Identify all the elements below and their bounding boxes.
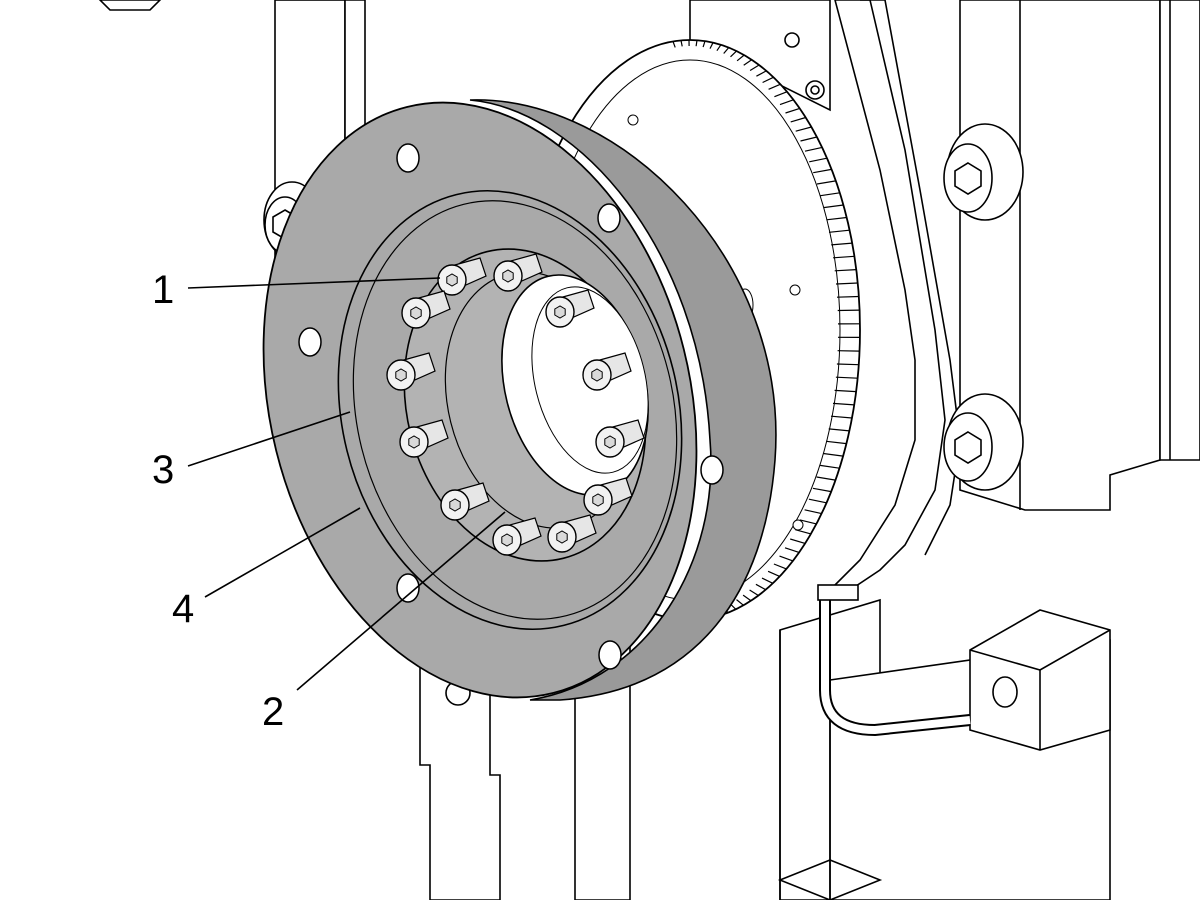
upper-bracket: [689, 0, 831, 112]
frame-screw-right-top: [943, 123, 1024, 221]
callout-leader-1: [187, 277, 441, 289]
clamping-screw: [583, 477, 633, 516]
clamping-screw: [595, 419, 645, 458]
callout-label-3: 3: [152, 448, 174, 492]
small-screw: [784, 32, 800, 48]
clamping-screw: [401, 290, 451, 329]
sensor-assembly: [817, 584, 1111, 751]
clamping-screw: [547, 514, 597, 553]
callout-leader-3: [187, 411, 351, 467]
callout-leader-2: [296, 511, 506, 691]
clamping-screws: [386, 253, 645, 556]
flange-holes: [298, 143, 724, 670]
pulley-teeth: [672, 39, 861, 621]
clamping-screw: [399, 419, 449, 458]
clamping-screw: [437, 257, 487, 296]
callout-label-4: 4: [172, 587, 194, 631]
clamping-screw: [582, 352, 632, 391]
clamping-screw: [493, 253, 543, 292]
flange-hole: [396, 143, 420, 173]
sensor-port: [992, 676, 1018, 708]
callout-label-2: 2: [262, 690, 284, 734]
callout-label-1: 1: [152, 268, 174, 312]
frame-screw-right-bottom: [943, 393, 1024, 491]
clamping-screw: [545, 289, 595, 328]
callout-leader-4: [204, 507, 361, 598]
pulley-hole: [627, 114, 639, 126]
flange-hole: [298, 327, 322, 357]
callouts: [187, 277, 506, 691]
flange-hole: [597, 203, 621, 233]
clamping-screw: [492, 517, 542, 556]
flange-hole: [700, 455, 724, 485]
flange-side: [469, 99, 777, 701]
clamping-screw: [386, 352, 436, 391]
clamping-screw: [440, 482, 490, 521]
flange: [262, 99, 777, 701]
flange-hole: [396, 573, 420, 603]
flange-hole: [598, 640, 622, 670]
